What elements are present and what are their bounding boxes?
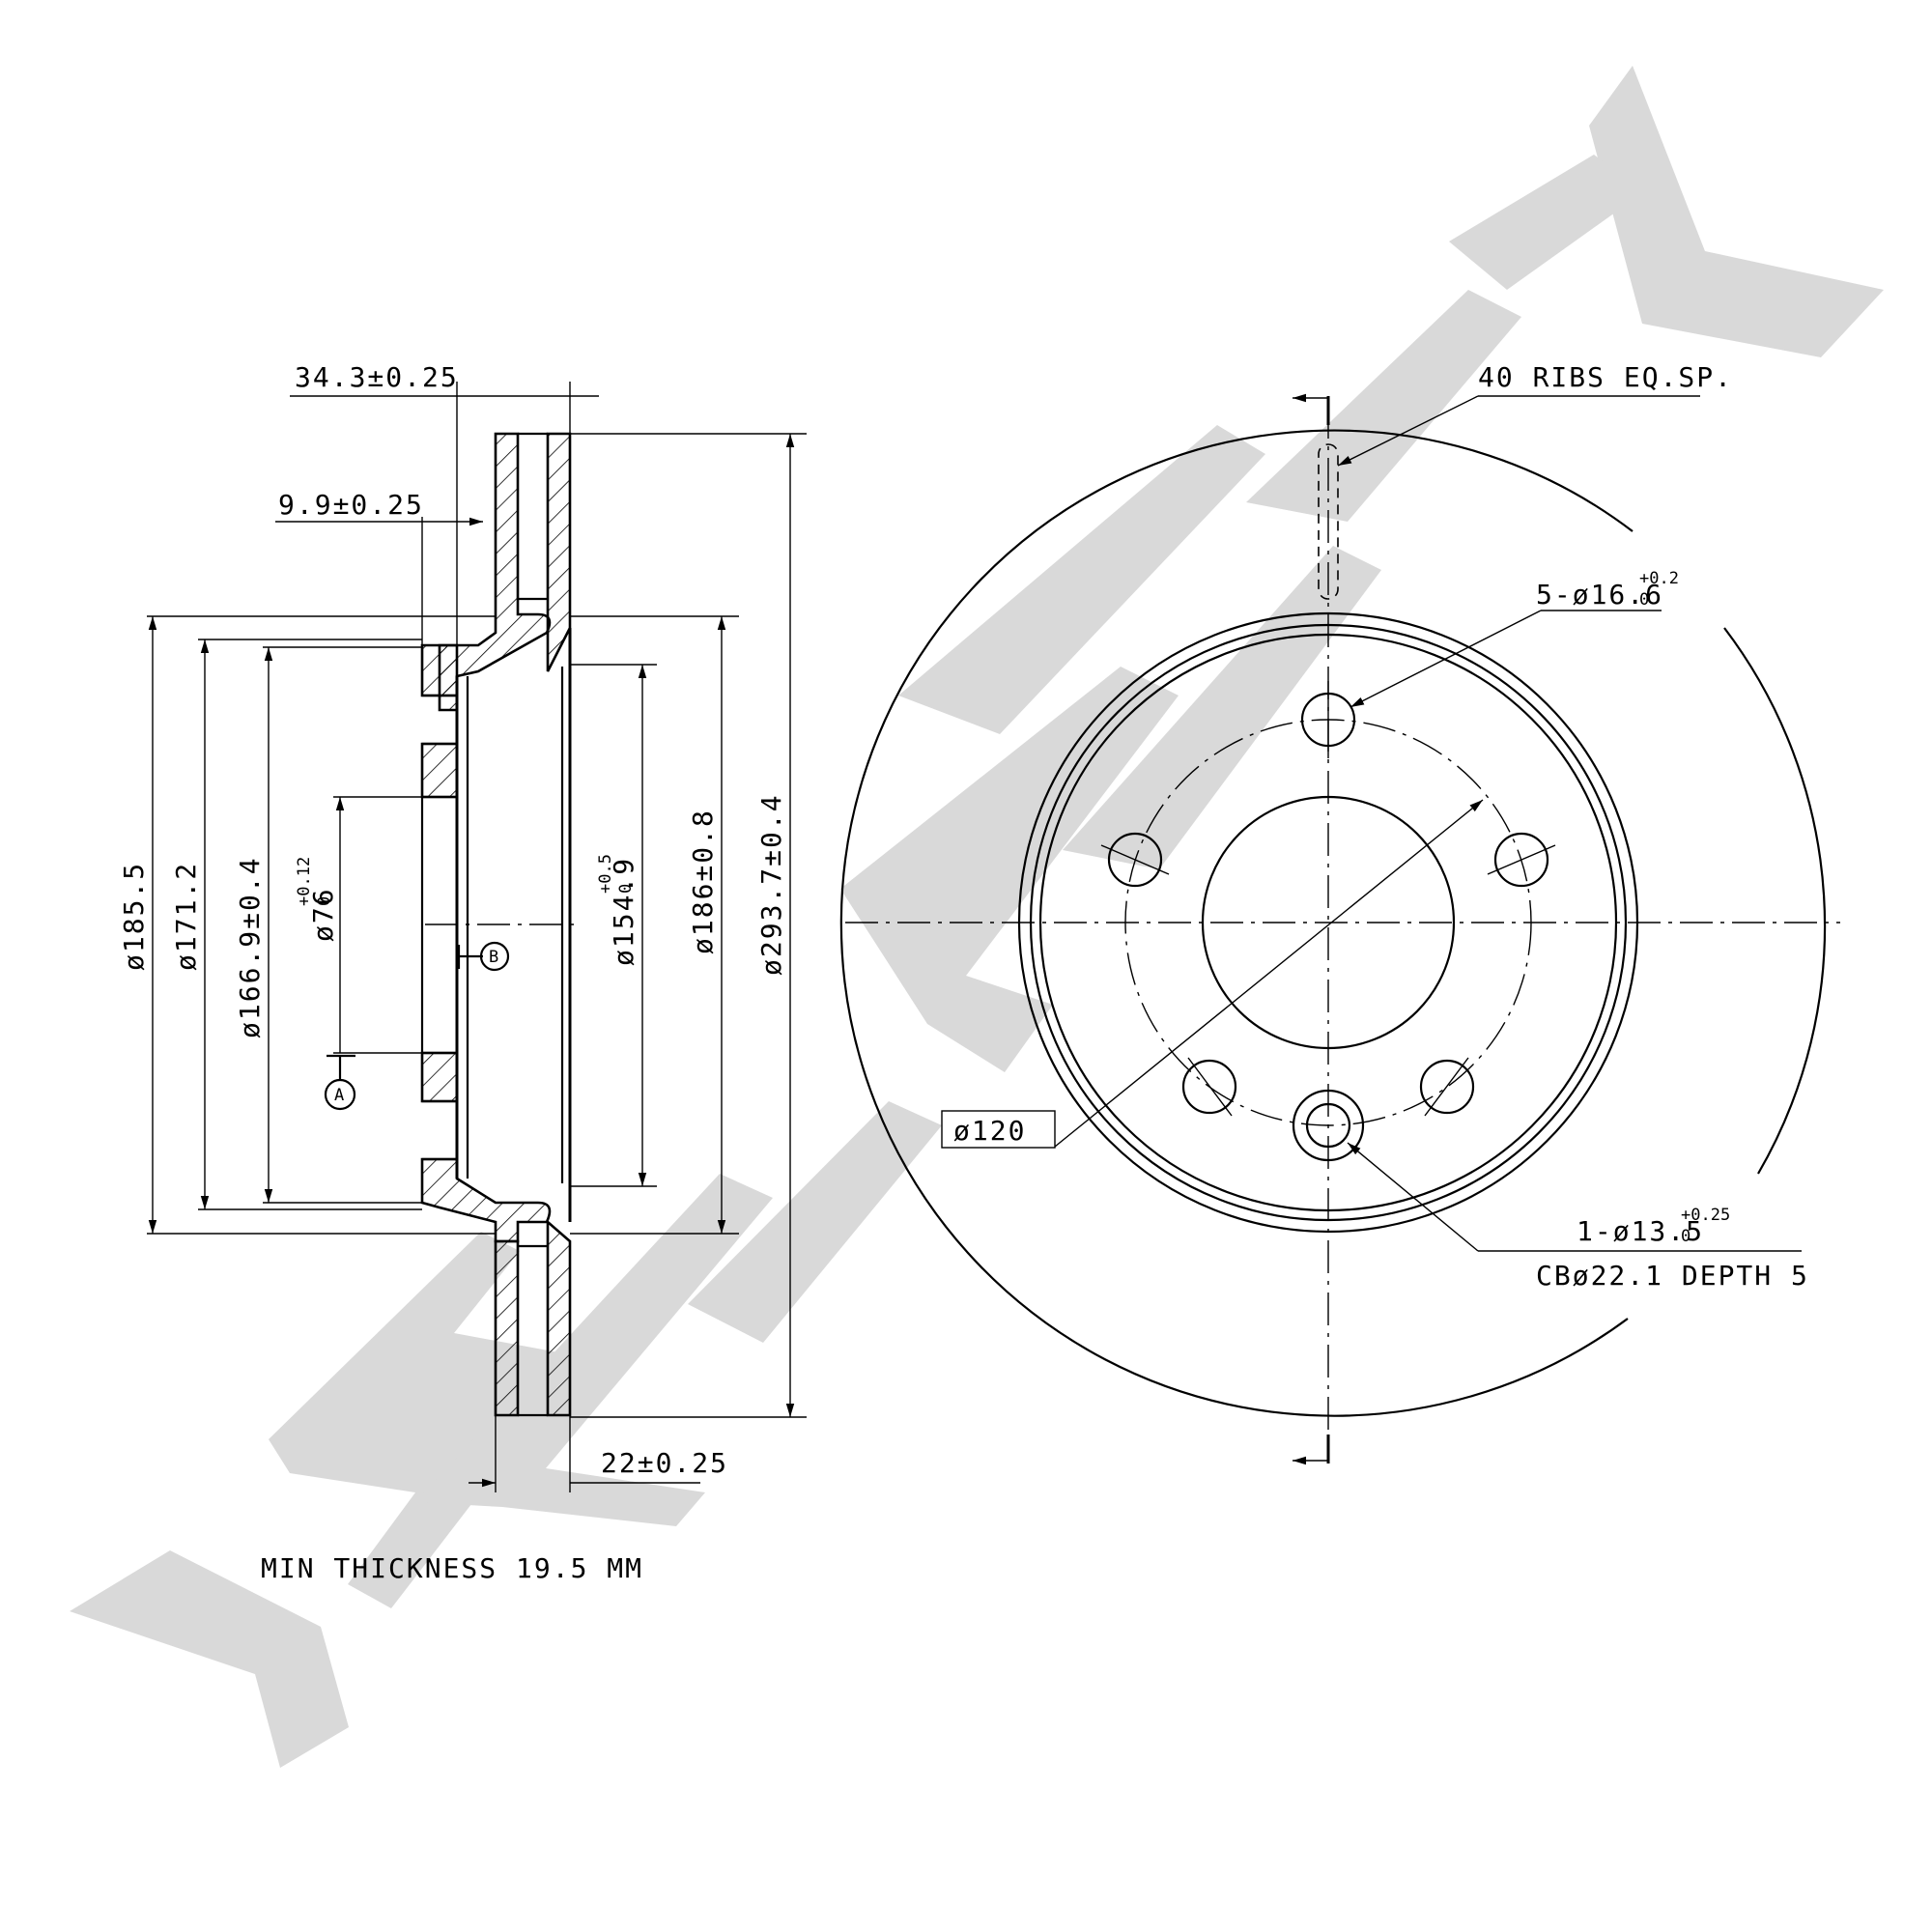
note-bolt-holes-tol-lower: 0 [1639,590,1649,610]
section-hatch-flange-bottom [420,1157,552,1243]
disc-outer-edge [839,429,1634,1417]
watermark-chevron [70,1550,349,1768]
watermark-letter-e-2 [688,1101,942,1343]
note-locator-hole-tol-upper: +0.25 [1681,1206,1730,1225]
note-ribs: 40 RIBS EQ.SP. [1478,361,1733,393]
watermark-letter-t [1589,66,1884,357]
section-hatch-flange-mid [420,742,459,799]
datum-a-circle [324,1078,356,1111]
watermark-letter-r [1246,290,1521,522]
bolt-hole-left [1107,832,1163,888]
dim-d186: ø186±0.8 [687,809,719,954]
note-bolt-holes: 5-ø16.6 [1536,579,1663,611]
brand-watermark [70,66,1884,1768]
section-hatch-lower-plate-inner [494,1239,520,1417]
dim-d76-tol-lower: 0 [315,896,334,906]
bolt-hole-lower-left [1181,1059,1237,1115]
note-pcd: ø120 [953,1115,1026,1147]
watermark-letter-k-1 [840,667,1179,1072]
bolt-hole-right-cross [1487,844,1556,875]
bolt-hole-left-cross [1100,844,1170,875]
dim-d293: ø293.7±0.4 [755,793,787,976]
datum-b-label: B [489,948,498,967]
dim-d154: ø154.9 [608,857,639,966]
dim-d171: ø171.2 [170,862,202,971]
pcd-box [941,1110,1056,1149]
section-hatch-flange-low [420,1051,459,1103]
bolt-hole-lower-right [1419,1059,1475,1115]
section-hatch-lower-plate-outer [546,1219,572,1417]
dim-d154-tol-upper: +0.5 [596,854,615,894]
bolt-hole-right [1493,832,1549,888]
dim-d185: ø185.5 [118,862,150,971]
dim-flange-thickness: 9.9±0.25 [278,489,424,521]
note-locator-hole: 1-ø13.5 [1577,1215,1704,1247]
datum-b-circle [479,941,510,972]
dim-d166: ø166.9±0.4 [234,856,266,1038]
section-hatch-outer-plate [546,432,572,672]
bolt-hole-lr-cross [1424,1057,1469,1117]
note-locator-hole-tol-lower: 0 [1681,1227,1690,1246]
leader-pcd [1054,799,1484,1148]
leader-ribs [1337,395,1479,467]
leader-bolt-holes [1350,610,1542,708]
dim-d76: ø76 [307,887,339,942]
datum-a-label: A [334,1086,344,1105]
note-counterbore: CBø22.1 DEPTH 5 [1536,1260,1809,1292]
dim-hat-depth: 34.3±0.25 [295,361,459,393]
dim-disc-thickness: 22±0.25 [601,1447,728,1479]
note-min-thickness: MIN THICKNESS 19.5 MM [261,1552,643,1584]
watermark-letter-t-stem [1449,155,1642,290]
section-hatch-flange-upper [420,643,459,697]
disc-outer-edge-right [1723,627,1827,1175]
leader-locator-hole [1347,1142,1479,1252]
note-bolt-holes-tol-upper: +0.2 [1639,569,1679,588]
front-view [839,393,1840,1465]
section-view [147,382,807,1492]
watermark-letter-z [269,1232,584,1608]
watermark-letter-e-3 [898,425,1265,734]
dim-d154-tol-lower: 0 [616,884,636,894]
bolt-hole-ll-cross [1187,1057,1233,1117]
dim-d76-tol-upper: +0.12 [295,857,314,906]
rib-slot [1318,443,1339,600]
watermark-letter-e-1 [415,1174,773,1526]
